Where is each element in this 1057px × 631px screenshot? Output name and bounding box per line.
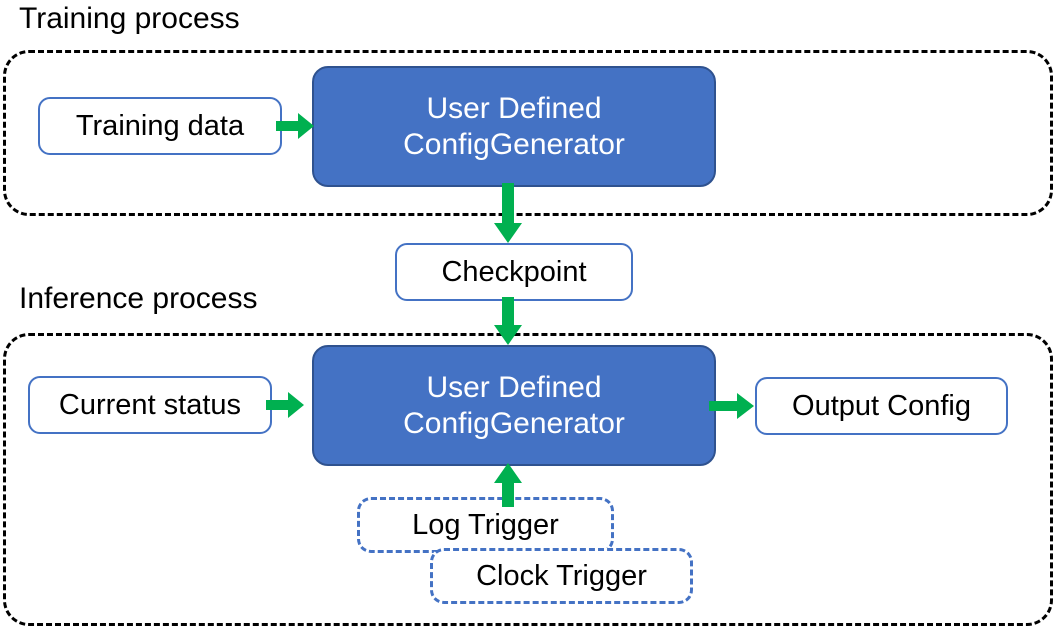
training-process-title: Training process: [19, 2, 240, 35]
node-user-defined-config-generator-inference[interactable]: User Defined ConfigGenerator: [312, 345, 716, 466]
arrow-generator-to-checkpoint: [494, 183, 522, 243]
node-current-status[interactable]: Current status: [28, 376, 272, 434]
node-output-config[interactable]: Output Config: [755, 377, 1008, 435]
node-user-defined-config-generator-training[interactable]: User Defined ConfigGenerator: [312, 66, 716, 187]
arrow-checkpoint-to-generator: [494, 297, 522, 345]
node-log-trigger[interactable]: Log Trigger: [357, 497, 614, 553]
arrow-triggers-to-generator: [494, 463, 522, 507]
node-clock-trigger[interactable]: Clock Trigger: [430, 548, 693, 604]
inference-process-group: [3, 333, 1053, 626]
node-checkpoint[interactable]: Checkpoint: [395, 243, 633, 301]
inference-process-title: Inference process: [19, 282, 258, 315]
node-training-data[interactable]: Training data: [38, 97, 282, 155]
arrow-current-status-to-generator: [266, 392, 304, 418]
training-process-group: [3, 50, 1053, 216]
arrow-generator-to-output-config: [709, 393, 754, 419]
arrow-training-data-to-generator: [276, 113, 314, 139]
